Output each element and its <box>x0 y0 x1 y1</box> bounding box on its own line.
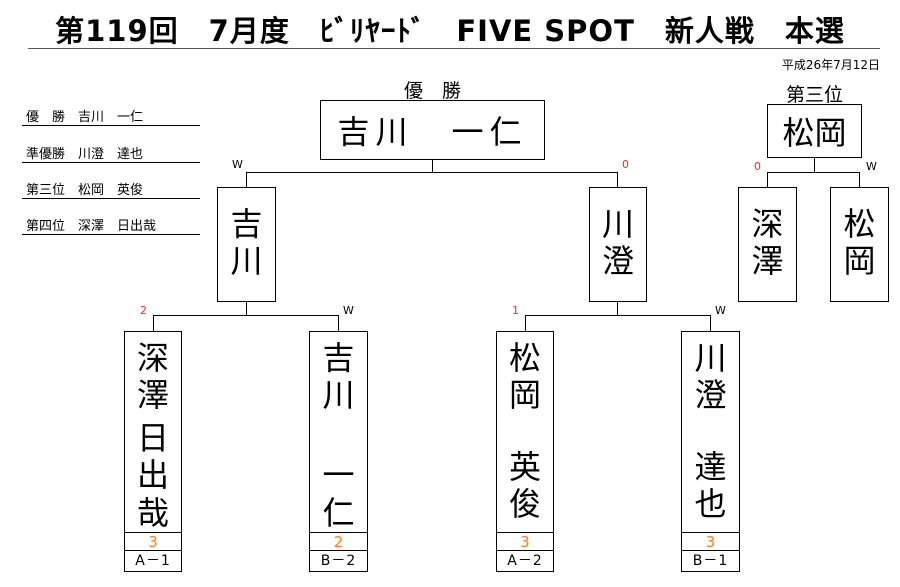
name-char: 岡 <box>508 376 541 415</box>
block-cell: B－1 <box>681 550 740 572</box>
semifinal-box-1: 吉 川 <box>217 187 276 302</box>
player-box-1: 深 澤 日 出 哉 <box>124 331 182 533</box>
name-char: 英 <box>508 447 541 486</box>
name-char: 川 <box>601 205 634 243</box>
semifinal-box-2: 川 澄 <box>589 187 647 302</box>
name-char: 吉 <box>230 205 263 243</box>
name-char: 澤 <box>751 242 784 281</box>
name-char: 俊 <box>508 485 541 524</box>
result-name: 松岡 英俊 <box>78 183 144 198</box>
name-char: 達 <box>694 447 727 486</box>
bracket-line <box>246 172 618 173</box>
third-place-name: 松岡 <box>782 114 847 152</box>
result-item: 優 勝 吉川 一仁 <box>22 106 200 126</box>
bracket-line <box>525 315 711 316</box>
result-rank: 第四位 <box>26 219 66 234</box>
name-char: 仁 <box>322 493 355 532</box>
title-underline <box>28 48 880 49</box>
third-match-box-2: 松 岡 <box>830 187 889 302</box>
match-mark: W <box>232 158 243 171</box>
name-char: 川 <box>322 376 355 415</box>
bracket-line <box>617 302 618 316</box>
bracket-line <box>814 158 815 173</box>
result-rank: 準優勝 <box>26 147 66 162</box>
match-mark: W <box>715 304 726 317</box>
name-char: 深 <box>136 339 169 377</box>
name-char: 也 <box>694 485 727 524</box>
result-name: 吉川 一仁 <box>78 110 144 125</box>
name-char: 松 <box>843 205 876 243</box>
name-char: 一 <box>322 456 355 495</box>
result-item: 第三位 松岡 英俊 <box>22 179 200 199</box>
block-cell: A－2 <box>496 550 554 572</box>
match-mark: 0 <box>754 160 761 173</box>
name-char: 澄 <box>694 376 727 415</box>
bracket-line <box>246 302 247 316</box>
bracket-line <box>153 315 339 316</box>
name-char: 出 <box>136 456 169 495</box>
third-match-box-1: 深 澤 <box>738 187 797 302</box>
bracket-line <box>432 160 433 173</box>
bracket-line <box>338 315 339 331</box>
name-char: 澄 <box>601 242 634 281</box>
name-char: 川 <box>694 339 727 377</box>
score-cell: 3 <box>496 532 554 551</box>
player-box-2: 吉 川 一 仁 <box>309 331 368 533</box>
player-box-3: 松 岡 英 俊 <box>496 331 554 533</box>
result-rank: 第三位 <box>26 183 66 198</box>
score-cell: 2 <box>309 532 368 551</box>
name-char: 松 <box>508 339 541 377</box>
match-mark: 0 <box>622 158 629 171</box>
match-mark: 2 <box>140 304 147 317</box>
block-cell: B－2 <box>309 550 368 572</box>
result-name: 川澄 達也 <box>78 147 144 162</box>
page-title: 第119回 7月度 ﾋﾞﾘﾔｰﾄﾞ FIVE SPOT 新人戦 本選 <box>55 14 845 48</box>
bracket-line <box>767 172 768 187</box>
event-date: 平成26年7月12日 <box>781 58 880 72</box>
player-box-4: 川 澄 達 也 <box>681 331 740 533</box>
name-char: 日 <box>136 418 169 457</box>
champion-caption: 優 勝 <box>403 80 461 102</box>
result-item: 第四位 深澤 日出哉 <box>22 215 200 235</box>
bracket-line <box>153 315 154 331</box>
name-char: 哉 <box>136 493 169 532</box>
bracket-line <box>617 172 618 187</box>
match-mark: 1 <box>512 304 519 317</box>
name-char: 岡 <box>843 242 876 281</box>
score-cell: 3 <box>681 532 740 551</box>
name-char: 澤 <box>136 376 169 415</box>
result-item: 準優勝 川澄 達也 <box>22 143 200 163</box>
champion-box: 吉川 一仁 <box>320 100 545 160</box>
match-mark: W <box>866 160 877 173</box>
bracket-line <box>767 172 860 173</box>
champion-name: 吉川 一仁 <box>337 113 528 151</box>
result-rank: 優 勝 <box>26 110 66 125</box>
name-char: 吉 <box>322 339 355 377</box>
score-cell: 3 <box>124 532 182 551</box>
name-char: 川 <box>230 242 263 281</box>
name-char: 深 <box>751 205 784 243</box>
third-place-box: 松岡 <box>767 104 862 158</box>
bracket-line <box>859 172 860 187</box>
block-cell: A－1 <box>124 550 182 572</box>
bracket-line <box>525 315 526 331</box>
bracket-line <box>710 315 711 331</box>
bracket-line <box>246 172 247 187</box>
third-place-caption: 第三位 <box>785 84 843 106</box>
result-name: 深澤 日出哉 <box>78 219 157 234</box>
match-mark: W <box>343 304 354 317</box>
